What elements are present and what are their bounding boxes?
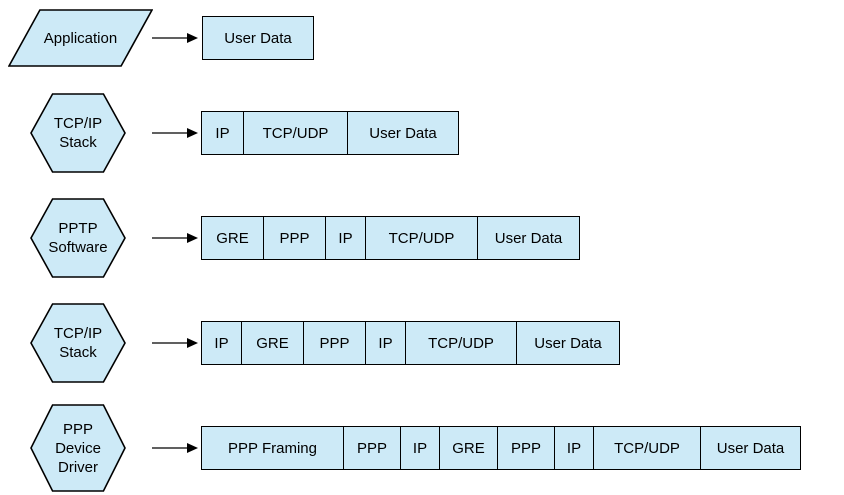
- packet-cell: GRE: [242, 322, 304, 364]
- packet-cell: GRE: [440, 427, 498, 469]
- packet-cell: TCP/UDP: [594, 427, 701, 469]
- packet-cell: TCP/UDP: [244, 112, 348, 154]
- packet-cell: User Data: [348, 112, 458, 154]
- packet-cell: PPP: [344, 427, 401, 469]
- packet-cell: IP: [366, 322, 406, 364]
- packet-cell: PPP: [264, 217, 326, 259]
- packet-cell: PPP: [498, 427, 555, 469]
- packet-cell: User Data: [203, 17, 313, 59]
- right-arrow-icon: [152, 125, 198, 141]
- packet-cell: User Data: [478, 217, 579, 259]
- right-arrow-icon: [152, 440, 198, 456]
- right-arrow-icon: [152, 335, 198, 351]
- right-arrow-icon: [152, 30, 198, 46]
- packet-cell: IP: [326, 217, 366, 259]
- layer-parallelogram: Application: [8, 9, 153, 67]
- packet-row: User Data: [202, 16, 314, 60]
- packet-cell: IP: [555, 427, 594, 469]
- packet-cell: PPP Framing: [202, 427, 344, 469]
- packet-cell: IP: [401, 427, 440, 469]
- packet-cell: TCP/UDP: [406, 322, 517, 364]
- packet-cell: TCP/UDP: [366, 217, 478, 259]
- packet-cell: GRE: [202, 217, 264, 259]
- packet-cell: PPP: [304, 322, 366, 364]
- packet-cell: User Data: [701, 427, 800, 469]
- packet-cell: IP: [202, 112, 244, 154]
- packet-cell: User Data: [517, 322, 619, 364]
- packet-cell: IP: [202, 322, 242, 364]
- right-arrow-icon: [152, 230, 198, 246]
